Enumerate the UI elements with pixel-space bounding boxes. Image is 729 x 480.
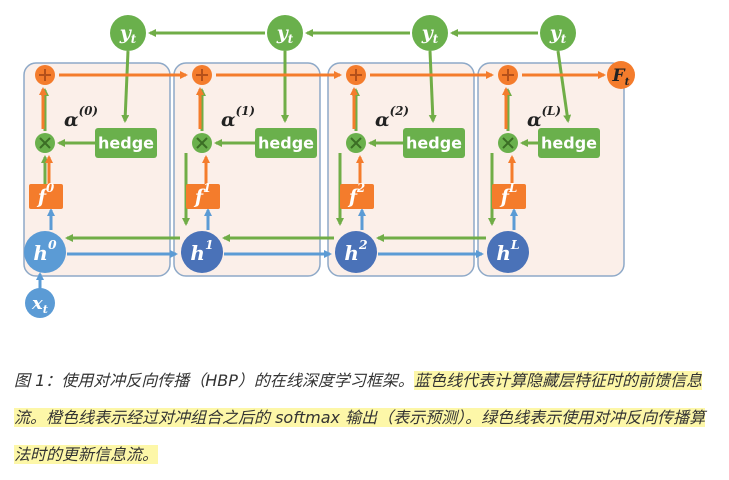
hedge-label-2: hedge	[406, 134, 462, 153]
figure-caption: 图 1：使用对冲反向传播（HBP）的在线深度学习框架。蓝色线代表计算隐藏层特征时…	[14, 362, 714, 473]
y-label-3: yt	[549, 22, 567, 46]
hedge-box-2	[403, 128, 465, 158]
plus-icon	[39, 69, 51, 81]
y-label-2: yt	[421, 22, 439, 46]
y-label-0: yt	[119, 22, 137, 46]
f-box-1	[186, 184, 220, 209]
input-label: xt	[31, 293, 49, 316]
f-label-0: f0	[36, 181, 55, 208]
alpha-label-1: α(1)	[221, 104, 255, 131]
output-label: Ft	[612, 66, 630, 89]
y-to-hedge-0	[121, 50, 130, 123]
input-node	[25, 288, 55, 318]
plus-icon	[350, 69, 362, 81]
times-icon	[39, 137, 51, 149]
hedge-label-3: hedge	[541, 134, 597, 153]
layer-panel-2	[327, 62, 475, 277]
y-label-1: yt	[276, 22, 294, 46]
f-label-3: fL	[499, 181, 517, 208]
f-label-2: f2	[347, 181, 365, 208]
y-to-hedge-3	[556, 50, 572, 123]
caption-title: 图 1：使用对冲反向传播（HBP）的在线深度学习框架。	[14, 371, 414, 390]
y-to-hedge-2	[428, 50, 437, 123]
hedge-label-0: hedge	[98, 134, 154, 153]
times-icon	[350, 137, 362, 149]
layer-panel-0	[23, 62, 171, 277]
hedge-box-1	[255, 128, 317, 158]
h-node-3	[487, 231, 529, 273]
plus-icon	[502, 69, 514, 81]
h-node-2	[335, 231, 377, 273]
alpha-label-3: α(L)	[527, 104, 561, 131]
h-label-3: hL	[496, 237, 519, 265]
output-node	[607, 61, 635, 89]
f-box-0	[29, 184, 63, 209]
y-node-2	[412, 15, 448, 51]
y-node-0	[110, 15, 146, 51]
h-node-1	[181, 231, 223, 273]
h-node-0	[24, 231, 66, 273]
h-label-2: h2	[344, 237, 368, 265]
hedge-box-0	[95, 128, 157, 158]
y-node-1	[267, 15, 303, 51]
times-icon	[502, 137, 514, 149]
hedge-label-1: hedge	[258, 134, 314, 153]
h-label-1: h1	[190, 237, 213, 265]
plus-icon	[196, 69, 208, 81]
f-box-3	[492, 184, 526, 209]
hedge-box-3	[538, 128, 600, 158]
f-label-1: f1	[193, 181, 211, 208]
alpha-label-2: α(2)	[375, 104, 409, 131]
h-label-0: h0	[33, 237, 57, 265]
y-node-3	[540, 15, 576, 51]
alpha-label-0: α(0)	[64, 104, 98, 131]
f-box-2	[340, 184, 374, 209]
times-icon	[196, 137, 208, 149]
